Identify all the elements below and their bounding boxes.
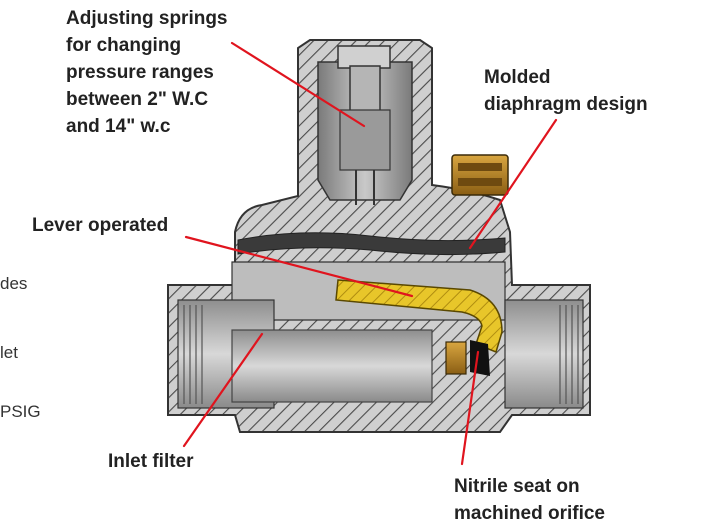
leader-lines (182, 41, 558, 466)
vent-cap (451, 154, 509, 196)
leader-filter (182, 332, 264, 448)
nitrile-seat (470, 340, 490, 376)
adjusting-cap (337, 45, 391, 69)
adjusting-screw (349, 65, 381, 115)
callout-nitrile-seat: Nitrile seat on machined orifice (454, 473, 605, 527)
leader-lever (184, 235, 414, 298)
side-text-fragment-1: des (0, 274, 28, 293)
vent-fitting (451, 154, 509, 196)
machined-orifice (445, 341, 467, 375)
callout-diaphragm-line-2: diaphragm design (484, 94, 648, 115)
callout-springs-line-5: and 14" w.c (66, 116, 171, 137)
callout-springs-line-3: pressure ranges (66, 62, 214, 83)
callout-seat-line-1: Nitrile seat on (454, 476, 580, 497)
side-text-fragment-3: PSIG (0, 402, 41, 421)
callout-lever-operated: Lever operated (32, 215, 169, 236)
callout-inlet-filter: Inlet filter (108, 451, 194, 472)
callout-springs-line-1: Adjusting springs (66, 8, 228, 29)
pipe-threads (183, 305, 579, 404)
callout-seat-line-2: machined orifice (454, 503, 605, 524)
adjusting-spring-assembly (337, 45, 391, 205)
regulator-body (167, 39, 591, 433)
callout-diaphragm-line-1: Molded (484, 67, 551, 88)
spring-guide (339, 109, 391, 171)
callout-springs-line-4: between 2" W.C (66, 89, 209, 110)
callout-springs-line-2: for changing (66, 35, 182, 56)
outlet-bore (504, 299, 584, 409)
leader-seat (460, 350, 480, 466)
side-text-fragment-2: let (0, 343, 18, 362)
diaphragm (237, 232, 506, 256)
leader-diaphragm (468, 118, 558, 250)
callout-adjusting-springs: Adjusting springs for changing pressure … (66, 5, 228, 140)
leader-springs (230, 41, 366, 128)
callout-molded-diaphragm: Molded diaphragm design (484, 64, 648, 118)
inlet-filter (231, 329, 433, 403)
